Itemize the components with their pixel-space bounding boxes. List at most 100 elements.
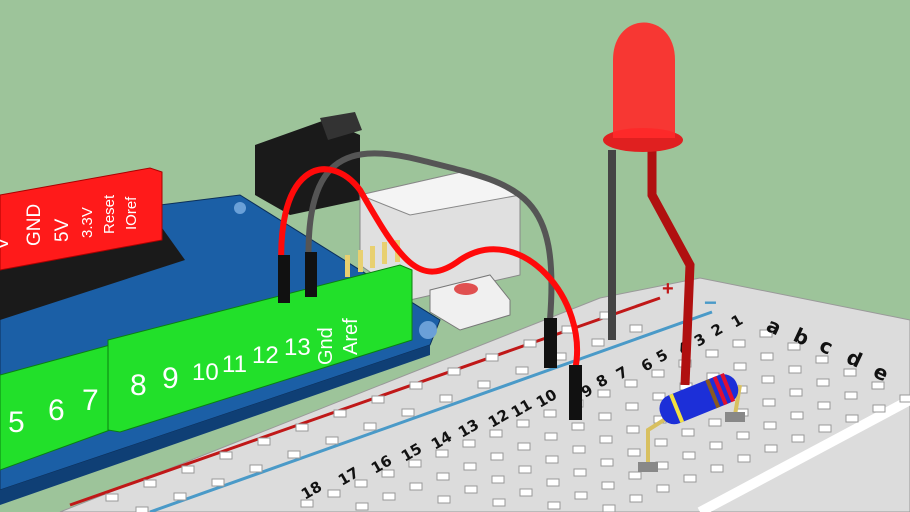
breadboard-hole[interactable] <box>464 485 478 494</box>
breadboard-hole[interactable] <box>762 398 776 407</box>
breadboard-hole[interactable] <box>817 401 831 410</box>
rail-hole[interactable] <box>333 409 347 418</box>
breadboard-hole[interactable] <box>899 394 910 403</box>
rail-hole[interactable] <box>401 408 415 417</box>
rail-hole[interactable] <box>629 324 643 333</box>
breadboard-hole[interactable] <box>543 409 557 418</box>
breadboard-hole[interactable] <box>408 459 422 468</box>
breadboard-hole[interactable] <box>787 342 801 351</box>
rail-hole[interactable] <box>409 381 423 390</box>
breadboard-hole[interactable] <box>546 478 560 487</box>
breadboard-hole[interactable] <box>381 469 395 478</box>
breadboard-hole[interactable] <box>629 494 643 503</box>
breadboard-hole[interactable] <box>573 468 587 477</box>
rail-hole[interactable] <box>515 366 529 375</box>
breadboard-hole[interactable] <box>818 424 832 433</box>
breadboard-hole[interactable] <box>759 329 773 338</box>
breadboard-hole[interactable] <box>354 479 368 488</box>
breadboard-hole[interactable] <box>652 392 666 401</box>
breadboard-hole[interactable] <box>492 498 506 507</box>
breadboard-hole[interactable] <box>462 439 476 448</box>
rail-hole[interactable] <box>287 450 301 459</box>
breadboard-hole[interactable] <box>708 418 722 427</box>
rail-hole[interactable] <box>371 395 385 404</box>
breadboard-hole[interactable] <box>681 428 695 437</box>
rail-hole[interactable] <box>477 380 491 389</box>
breadboard-hole[interactable] <box>572 445 586 454</box>
rail-hole[interactable] <box>105 493 119 502</box>
breadboard-hole[interactable] <box>710 464 724 473</box>
rail-hole[interactable] <box>485 353 499 362</box>
breadboard-hole[interactable] <box>736 431 750 440</box>
breadboard-hole[interactable] <box>654 438 668 447</box>
breadboard-hole[interactable] <box>732 339 746 348</box>
breadboard-hole[interactable] <box>435 449 449 458</box>
breadboard-hole[interactable] <box>845 414 859 423</box>
breadboard-hole[interactable] <box>682 451 696 460</box>
breadboard-hole[interactable] <box>463 462 477 471</box>
breadboard-hole[interactable] <box>791 434 805 443</box>
breadboard-hole[interactable] <box>437 495 451 504</box>
breadboard-hole[interactable] <box>300 499 314 508</box>
rail-hole[interactable] <box>249 464 263 473</box>
breadboard-hole[interactable] <box>625 402 639 411</box>
breadboard-hole[interactable] <box>436 472 450 481</box>
breadboard-hole[interactable] <box>763 421 777 430</box>
breadboard-hole[interactable] <box>788 365 802 374</box>
rail-hole[interactable] <box>363 422 377 431</box>
breadboard-hole[interactable] <box>789 388 803 397</box>
breadboard-hole[interactable] <box>601 481 615 490</box>
breadboard-hole[interactable] <box>544 432 558 441</box>
breadboard-hole[interactable] <box>382 492 396 501</box>
breadboard-hole[interactable] <box>871 381 885 390</box>
breadboard-hole[interactable] <box>490 452 504 461</box>
rail-hole[interactable] <box>325 436 339 445</box>
breadboard-hole[interactable] <box>737 454 751 463</box>
rail-hole[interactable] <box>211 478 225 487</box>
breadboard-hole[interactable] <box>516 419 530 428</box>
rail-hole[interactable] <box>135 506 149 512</box>
breadboard-hole[interactable] <box>627 448 641 457</box>
breadboard-hole[interactable] <box>600 458 614 467</box>
breadboard-hole[interactable] <box>355 502 369 511</box>
breadboard-hole[interactable] <box>599 435 613 444</box>
breadboard-hole[interactable] <box>844 391 858 400</box>
rail-hole[interactable] <box>447 367 461 376</box>
breadboard-hole[interactable] <box>872 404 886 413</box>
breadboard-hole[interactable] <box>489 429 503 438</box>
rail-hole[interactable] <box>219 451 233 460</box>
breadboard-hole[interactable] <box>628 471 642 480</box>
breadboard-hole[interactable] <box>597 389 611 398</box>
breadboard-hole[interactable] <box>571 422 585 431</box>
breadboard-hole[interactable] <box>518 465 532 474</box>
breadboard-hole[interactable] <box>491 475 505 484</box>
breadboard-hole[interactable] <box>409 482 423 491</box>
rail-hole[interactable] <box>295 423 309 432</box>
breadboard-hole[interactable] <box>843 368 857 377</box>
breadboard-hole[interactable] <box>705 349 719 358</box>
breadboard-hole[interactable] <box>626 425 640 434</box>
breadboard-hole[interactable] <box>816 378 830 387</box>
rail-hole[interactable] <box>591 338 605 347</box>
breadboard-hole[interactable] <box>733 362 747 371</box>
rail-hole[interactable] <box>257 437 271 446</box>
breadboard-hole[interactable] <box>545 455 559 464</box>
breadboard-hole[interactable] <box>709 441 723 450</box>
breadboard-hole[interactable] <box>598 412 612 421</box>
rail-hole[interactable] <box>523 339 537 348</box>
breadboard-hole[interactable] <box>760 352 774 361</box>
breadboard-hole[interactable] <box>761 375 775 384</box>
breadboard-hole[interactable] <box>327 489 341 498</box>
breadboard-hole[interactable] <box>651 369 665 378</box>
breadboard-hole[interactable] <box>547 501 561 510</box>
breadboard-hole[interactable] <box>790 411 804 420</box>
breadboard-hole[interactable] <box>815 355 829 364</box>
breadboard-hole[interactable] <box>624 379 638 388</box>
breadboard-hole[interactable] <box>683 474 697 483</box>
breadboard-hole[interactable] <box>517 442 531 451</box>
breadboard-hole[interactable] <box>602 504 616 512</box>
rail-hole[interactable] <box>173 492 187 501</box>
push-button-icon[interactable] <box>429 274 511 331</box>
breadboard-hole[interactable] <box>656 484 670 493</box>
rail-hole[interactable] <box>439 394 453 403</box>
